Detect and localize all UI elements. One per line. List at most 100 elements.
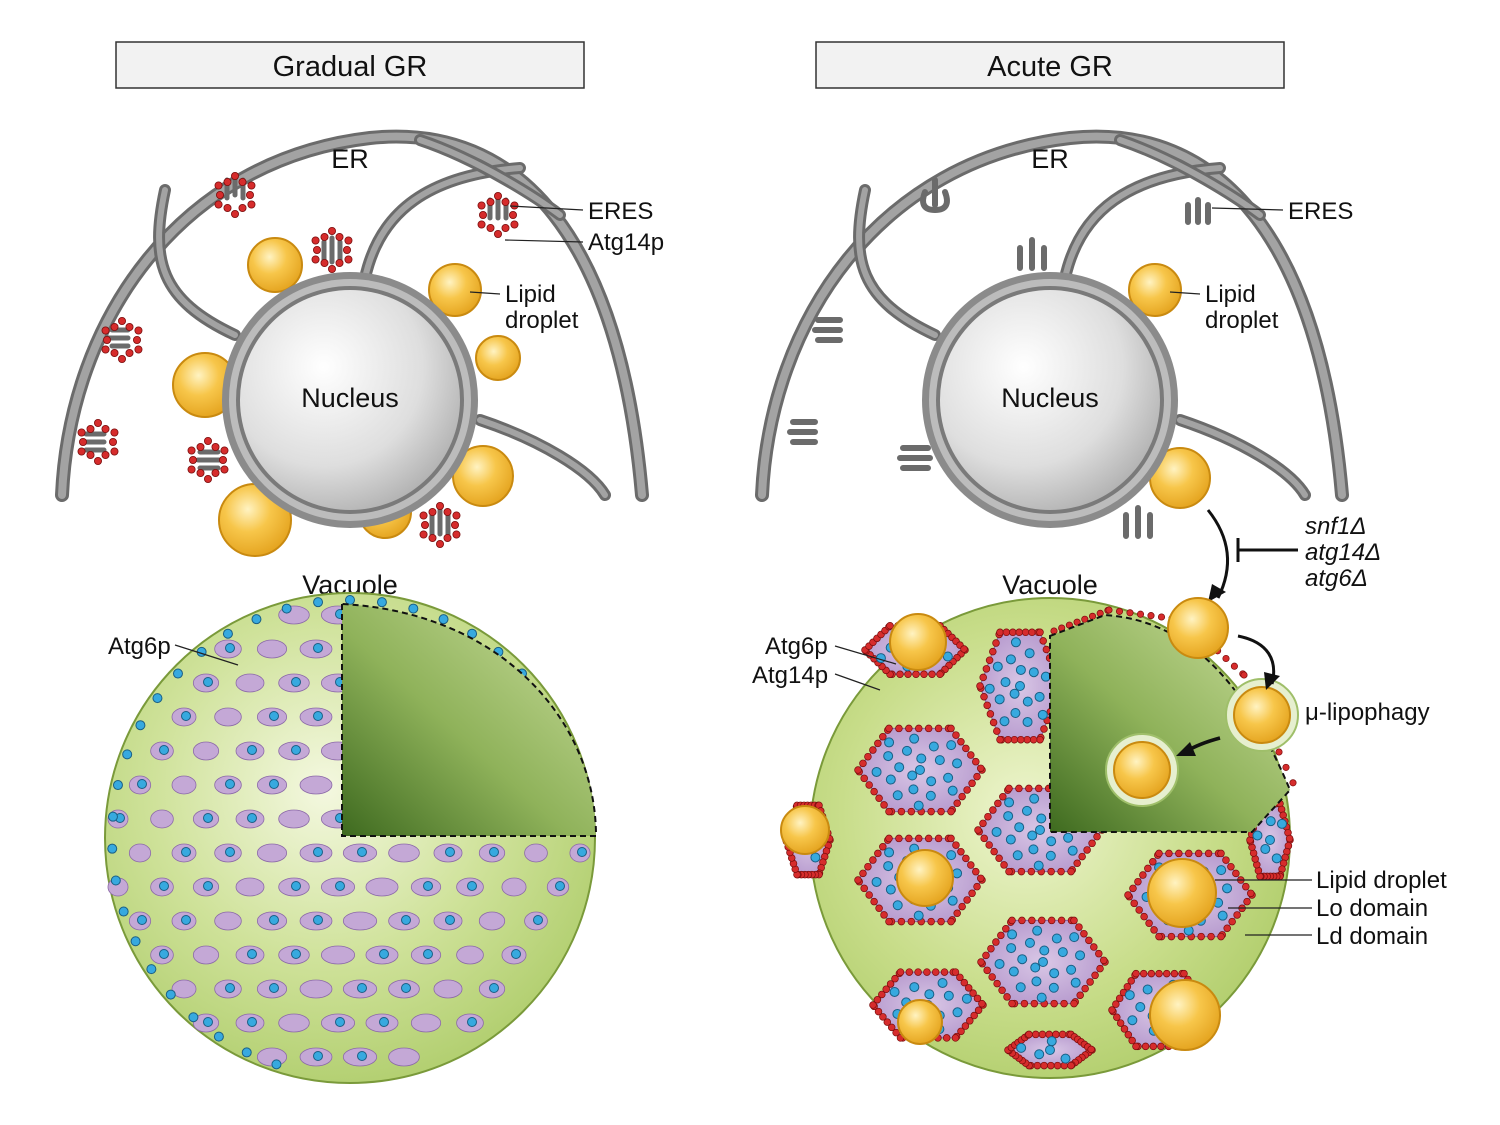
lo-pit [192, 945, 220, 965]
left-title-box: Gradual GR [115, 41, 585, 89]
atg14p-dot [960, 978, 969, 987]
atg14p-dot [974, 1006, 983, 1015]
atg6p-dot [871, 876, 882, 887]
atg14p-dot [874, 849, 882, 858]
atg6p-dot [159, 881, 169, 891]
atg14p-dot [501, 223, 510, 232]
atg14p-dot [874, 739, 882, 748]
atg14p-dot [1047, 867, 1055, 876]
atg14p-dot [989, 647, 997, 656]
right-title-box: Acute GR [815, 41, 1285, 89]
atg6p-dot [555, 881, 565, 891]
atg6p-dot [943, 772, 954, 783]
atg6p-dot [489, 983, 499, 993]
atg14p-dot [986, 710, 995, 718]
atg14p-dot [1232, 869, 1240, 878]
atg14p-dot [1134, 877, 1142, 886]
atg14p-dot [1073, 618, 1081, 626]
atg6p-dot [313, 915, 323, 925]
atg14p-dot [969, 989, 977, 997]
atg14p-dot [886, 622, 894, 630]
atg14p-dot [1073, 859, 1081, 868]
lo-pit [299, 775, 333, 795]
atg14p-dot [1124, 891, 1132, 899]
atg6p-dot [313, 597, 324, 608]
atg14p-dot [1130, 899, 1138, 908]
atg14p-dot [443, 533, 452, 542]
lo-pit [235, 877, 265, 897]
atg14p-dot [1010, 735, 1019, 744]
atg6p-dot [934, 755, 945, 766]
atg6p-dot [511, 949, 521, 959]
left-vacuole-cutaway [341, 602, 598, 837]
atg14p-dot [937, 917, 945, 926]
atg14p-dot [1096, 609, 1104, 617]
atg14p-dot [989, 806, 997, 814]
atg14p-dot [238, 178, 247, 187]
atg14p-dot [865, 891, 873, 899]
left-title: Gradual GR [273, 51, 428, 83]
atg14p-dot [1275, 748, 1283, 756]
atg6p-dot [1015, 681, 1025, 691]
atg14p-dot [1081, 615, 1089, 623]
atg14p-dot [992, 938, 1000, 946]
atg14p-dot [878, 990, 886, 999]
atg14p-dot [927, 807, 935, 816]
atg6p-dot [984, 683, 995, 694]
atg6p-dot [188, 1012, 199, 1023]
atg14p-dot [885, 917, 893, 926]
atg6p-dot [991, 826, 1002, 837]
atg6p-dot [1005, 834, 1016, 845]
atg14p-dot [134, 326, 143, 335]
atg14p-dot [1090, 943, 1098, 951]
atg14p-dot [211, 468, 220, 477]
atg6p-dot [928, 741, 939, 752]
atg14p-dot [934, 724, 943, 733]
atg14p-dot [937, 807, 945, 816]
atg14p-dot [973, 994, 982, 1003]
atg6p-dot [533, 915, 543, 925]
atg14p-dot [1132, 1042, 1140, 1051]
atg14p-dot [86, 450, 95, 459]
atg14p-dot [886, 980, 895, 988]
atg6p-dot [926, 776, 937, 787]
atg14p-dot [905, 834, 913, 843]
right-atg6p-label: Atg6p [765, 633, 828, 660]
atg6p-dot [1022, 696, 1033, 707]
atg14p-dot [982, 665, 991, 673]
atg14p-dot [983, 701, 991, 710]
atg14p-dot [1083, 846, 1091, 854]
atg6p-dot [1049, 968, 1060, 979]
atg14p-dot [915, 724, 923, 733]
atg14p-dot [327, 264, 336, 273]
atg14p-dot [976, 682, 984, 690]
atg6p-dot [152, 693, 163, 704]
atg14p-dot [869, 746, 877, 754]
atg14p-dot [215, 190, 224, 199]
atg6p-dot [1051, 933, 1062, 944]
atg14p-dot [1116, 1019, 1125, 1027]
atg14p-dot [1015, 628, 1023, 637]
atg6p-dot [909, 982, 920, 993]
atg6p-dot [924, 989, 935, 1000]
atg14p-dot [223, 178, 232, 187]
atg14p-dot [450, 521, 459, 530]
atg14p-dot [1027, 867, 1036, 876]
atg6p-dot [445, 847, 455, 857]
atg6p-dot [1039, 945, 1050, 956]
atg14p-dot [1004, 735, 1012, 744]
atg14p-dot [320, 258, 329, 267]
lo-pit [388, 1047, 420, 1067]
atg14p-dot [957, 1027, 965, 1036]
atg6p-dot [281, 603, 292, 614]
atg6p-dot [241, 1047, 252, 1058]
right-vacuole: Vacuole Atg6p Atg14p μ-lipophagy [752, 570, 1447, 1079]
atg14p-dot [101, 425, 110, 434]
atg6p-dot [172, 668, 183, 679]
lo-pit [171, 979, 197, 999]
atg6p-dot [1021, 805, 1032, 816]
atg6p-dot [1004, 797, 1015, 808]
atg14p-dot [110, 447, 119, 456]
mutant-label-1: snf1Δ [1305, 513, 1366, 540]
